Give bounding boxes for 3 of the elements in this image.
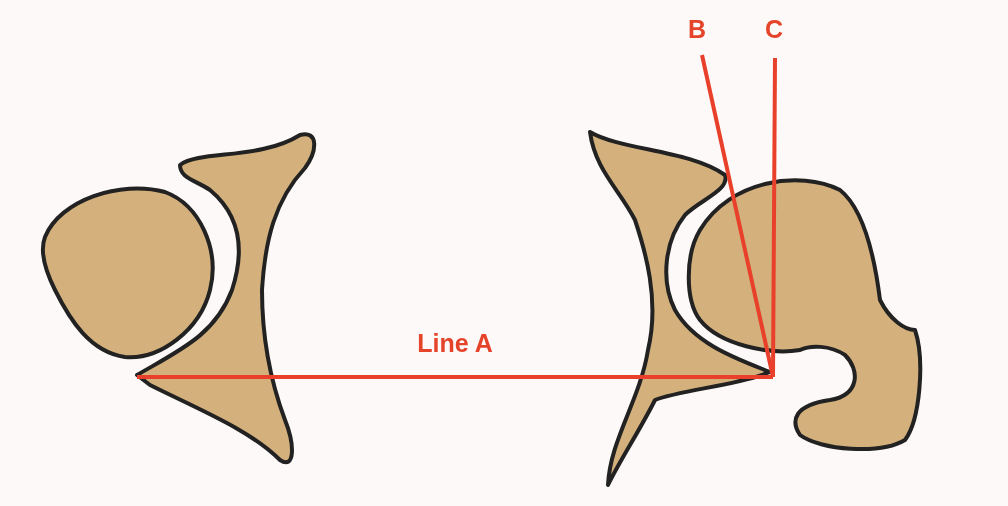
line-label: B xyxy=(687,16,707,42)
line-label: C xyxy=(764,16,784,42)
line-label: Line A xyxy=(417,330,493,356)
